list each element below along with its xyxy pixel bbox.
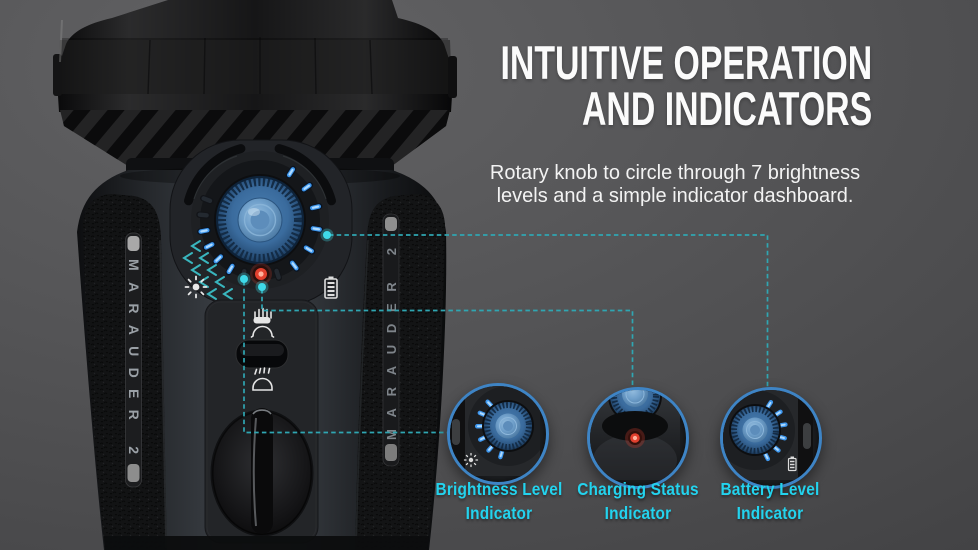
inset-brightness — [447, 383, 549, 485]
top-left-groove — [184, 144, 246, 206]
mode-toggle-switch — [235, 339, 289, 369]
top-right-groove — [274, 144, 336, 206]
carry-handle-recess — [210, 408, 314, 537]
callout-label-battery-line2: Indicator — [736, 503, 804, 524]
heat-waves — [182, 240, 233, 312]
inset-charging — [587, 387, 689, 489]
inset-battery — [720, 387, 822, 489]
inset-brightness-photo — [450, 386, 540, 476]
flashlight-photo: MARAUDER 2 MARAUDER 2 — [53, 0, 457, 550]
head-side-tab — [53, 54, 62, 96]
callout-label-battery-line1: Battery Level — [720, 479, 820, 499]
inset-battery-icon — [787, 456, 797, 472]
model-plate-left: MARAUDER 2 — [125, 232, 142, 488]
callout-label-charging-line1: Charging Status — [577, 479, 699, 499]
subheadline-line2: levels and a simple indicator dashboard. — [496, 185, 854, 208]
callout-label-charging-line2: Indicator — [604, 503, 672, 524]
callout-label-charging: Charging Status Indicator — [554, 477, 721, 525]
control-face — [169, 139, 353, 307]
callout-label-battery: Battery Level Indicator — [686, 477, 853, 525]
callout-label-brightness: Brightness Level Indicator — [415, 477, 582, 525]
inset-battery-photo — [723, 390, 813, 480]
inset-charging-photo — [590, 390, 680, 480]
callout-label-brightness-line2: Indicator — [465, 503, 533, 524]
headline-line1: INTUITIVE OPERATION — [500, 36, 872, 89]
subheadline-line1: Rotary knob to circle through 7 brightne… — [489, 162, 861, 184]
switch-panel — [204, 299, 319, 544]
headline-line2: AND INDICATORS — [581, 81, 872, 135]
rotary-knob — [214, 174, 306, 266]
charging-led — [250, 263, 272, 285]
inset-charging-led — [625, 428, 645, 448]
headline: INTUITIVE OPERATION AND INDICATORS — [500, 36, 872, 135]
model-plate-right: MARAUDER 2 — [382, 213, 400, 467]
inset-brightness-sun-icon — [463, 452, 479, 468]
brightness-icon — [184, 275, 208, 299]
callout-label-brightness-line1: Brightness Level — [435, 479, 563, 499]
bezel-facets — [147, 37, 373, 95]
flashlight-body: MARAUDER 2 MARAUDER 2 — [77, 139, 447, 550]
subheadline: Rotary knob to circle through 7 brightne… — [430, 162, 920, 209]
tail-band — [104, 536, 429, 550]
